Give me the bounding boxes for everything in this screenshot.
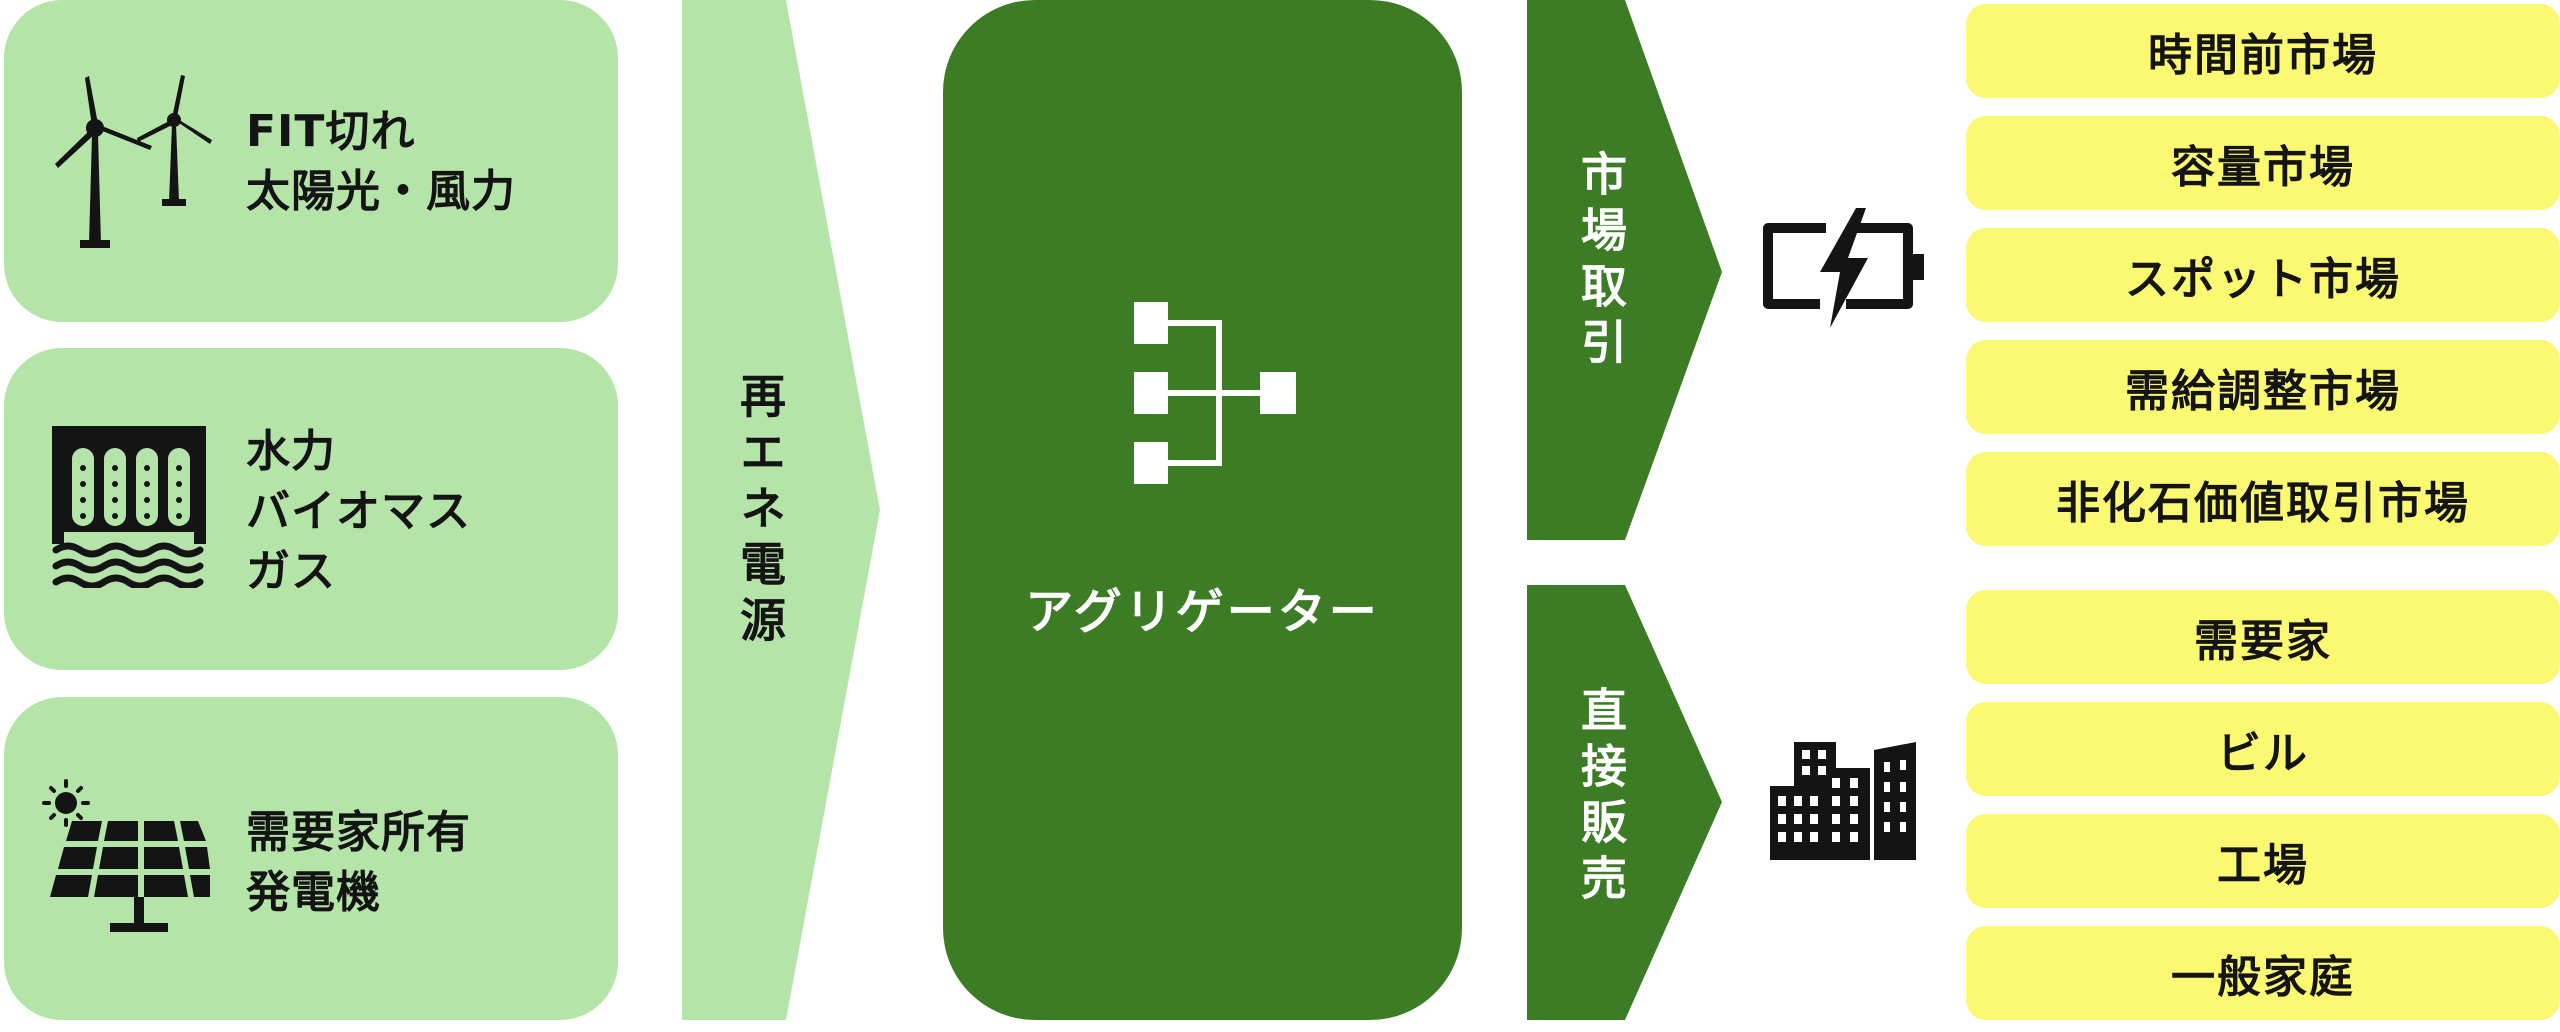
direct-target-consumer: 需要家 xyxy=(1966,590,2560,684)
direct-target-household: 一般家庭 xyxy=(1966,926,2560,1020)
direct-target-factory: 工場 xyxy=(1966,814,2560,908)
direct-sales-label: 直接販売 xyxy=(1574,686,1628,910)
wind-turbine-icon xyxy=(55,75,212,248)
direct-chevron xyxy=(1527,585,1722,1020)
renewable-chevron xyxy=(682,0,880,1020)
market-target-balancing: 需給調整市場 xyxy=(1966,340,2560,434)
market-chevron xyxy=(1527,0,1722,540)
source-card-wind-solar: FIT切れ 太陽光・風力 xyxy=(4,0,618,322)
market-target-capacity: 容量市場 xyxy=(1966,116,2560,210)
source-label-owned-generator: 需要家所有 発電機 xyxy=(246,807,471,918)
market-target-non-fossil: 非化石価値取引市場 xyxy=(1966,452,2560,546)
source-card-hydro-biomass: 水力 バイオマス ガス xyxy=(4,348,618,670)
aggregator-label: アグリゲーター xyxy=(1025,584,1380,640)
buildings-icon xyxy=(1770,742,1916,860)
source-label-hydro-biomass: 水力 バイオマス ガス xyxy=(246,426,471,597)
source-card-owned-generator: 需要家所有 発電機 xyxy=(4,697,618,1020)
market-trading-label: 市場取引 xyxy=(1574,150,1628,374)
market-target-spot: スポット市場 xyxy=(1966,228,2560,322)
hierarchy-icon xyxy=(1134,302,1296,484)
lightning-bolt xyxy=(1820,208,1868,328)
direct-target-building: ビル xyxy=(1966,702,2560,796)
solar-panel-icon xyxy=(42,779,210,932)
battery-charge-icon xyxy=(1763,208,1924,328)
source-label-wind-solar: FIT切れ 太陽光・風力 xyxy=(246,106,516,217)
aggregator-box: アグリゲーター xyxy=(943,0,1462,1020)
hydro-dam-icon xyxy=(52,426,206,588)
market-target-intraday: 時間前市場 xyxy=(1966,4,2560,98)
renewable-chevron-label: 再エネ電源 xyxy=(733,372,787,652)
